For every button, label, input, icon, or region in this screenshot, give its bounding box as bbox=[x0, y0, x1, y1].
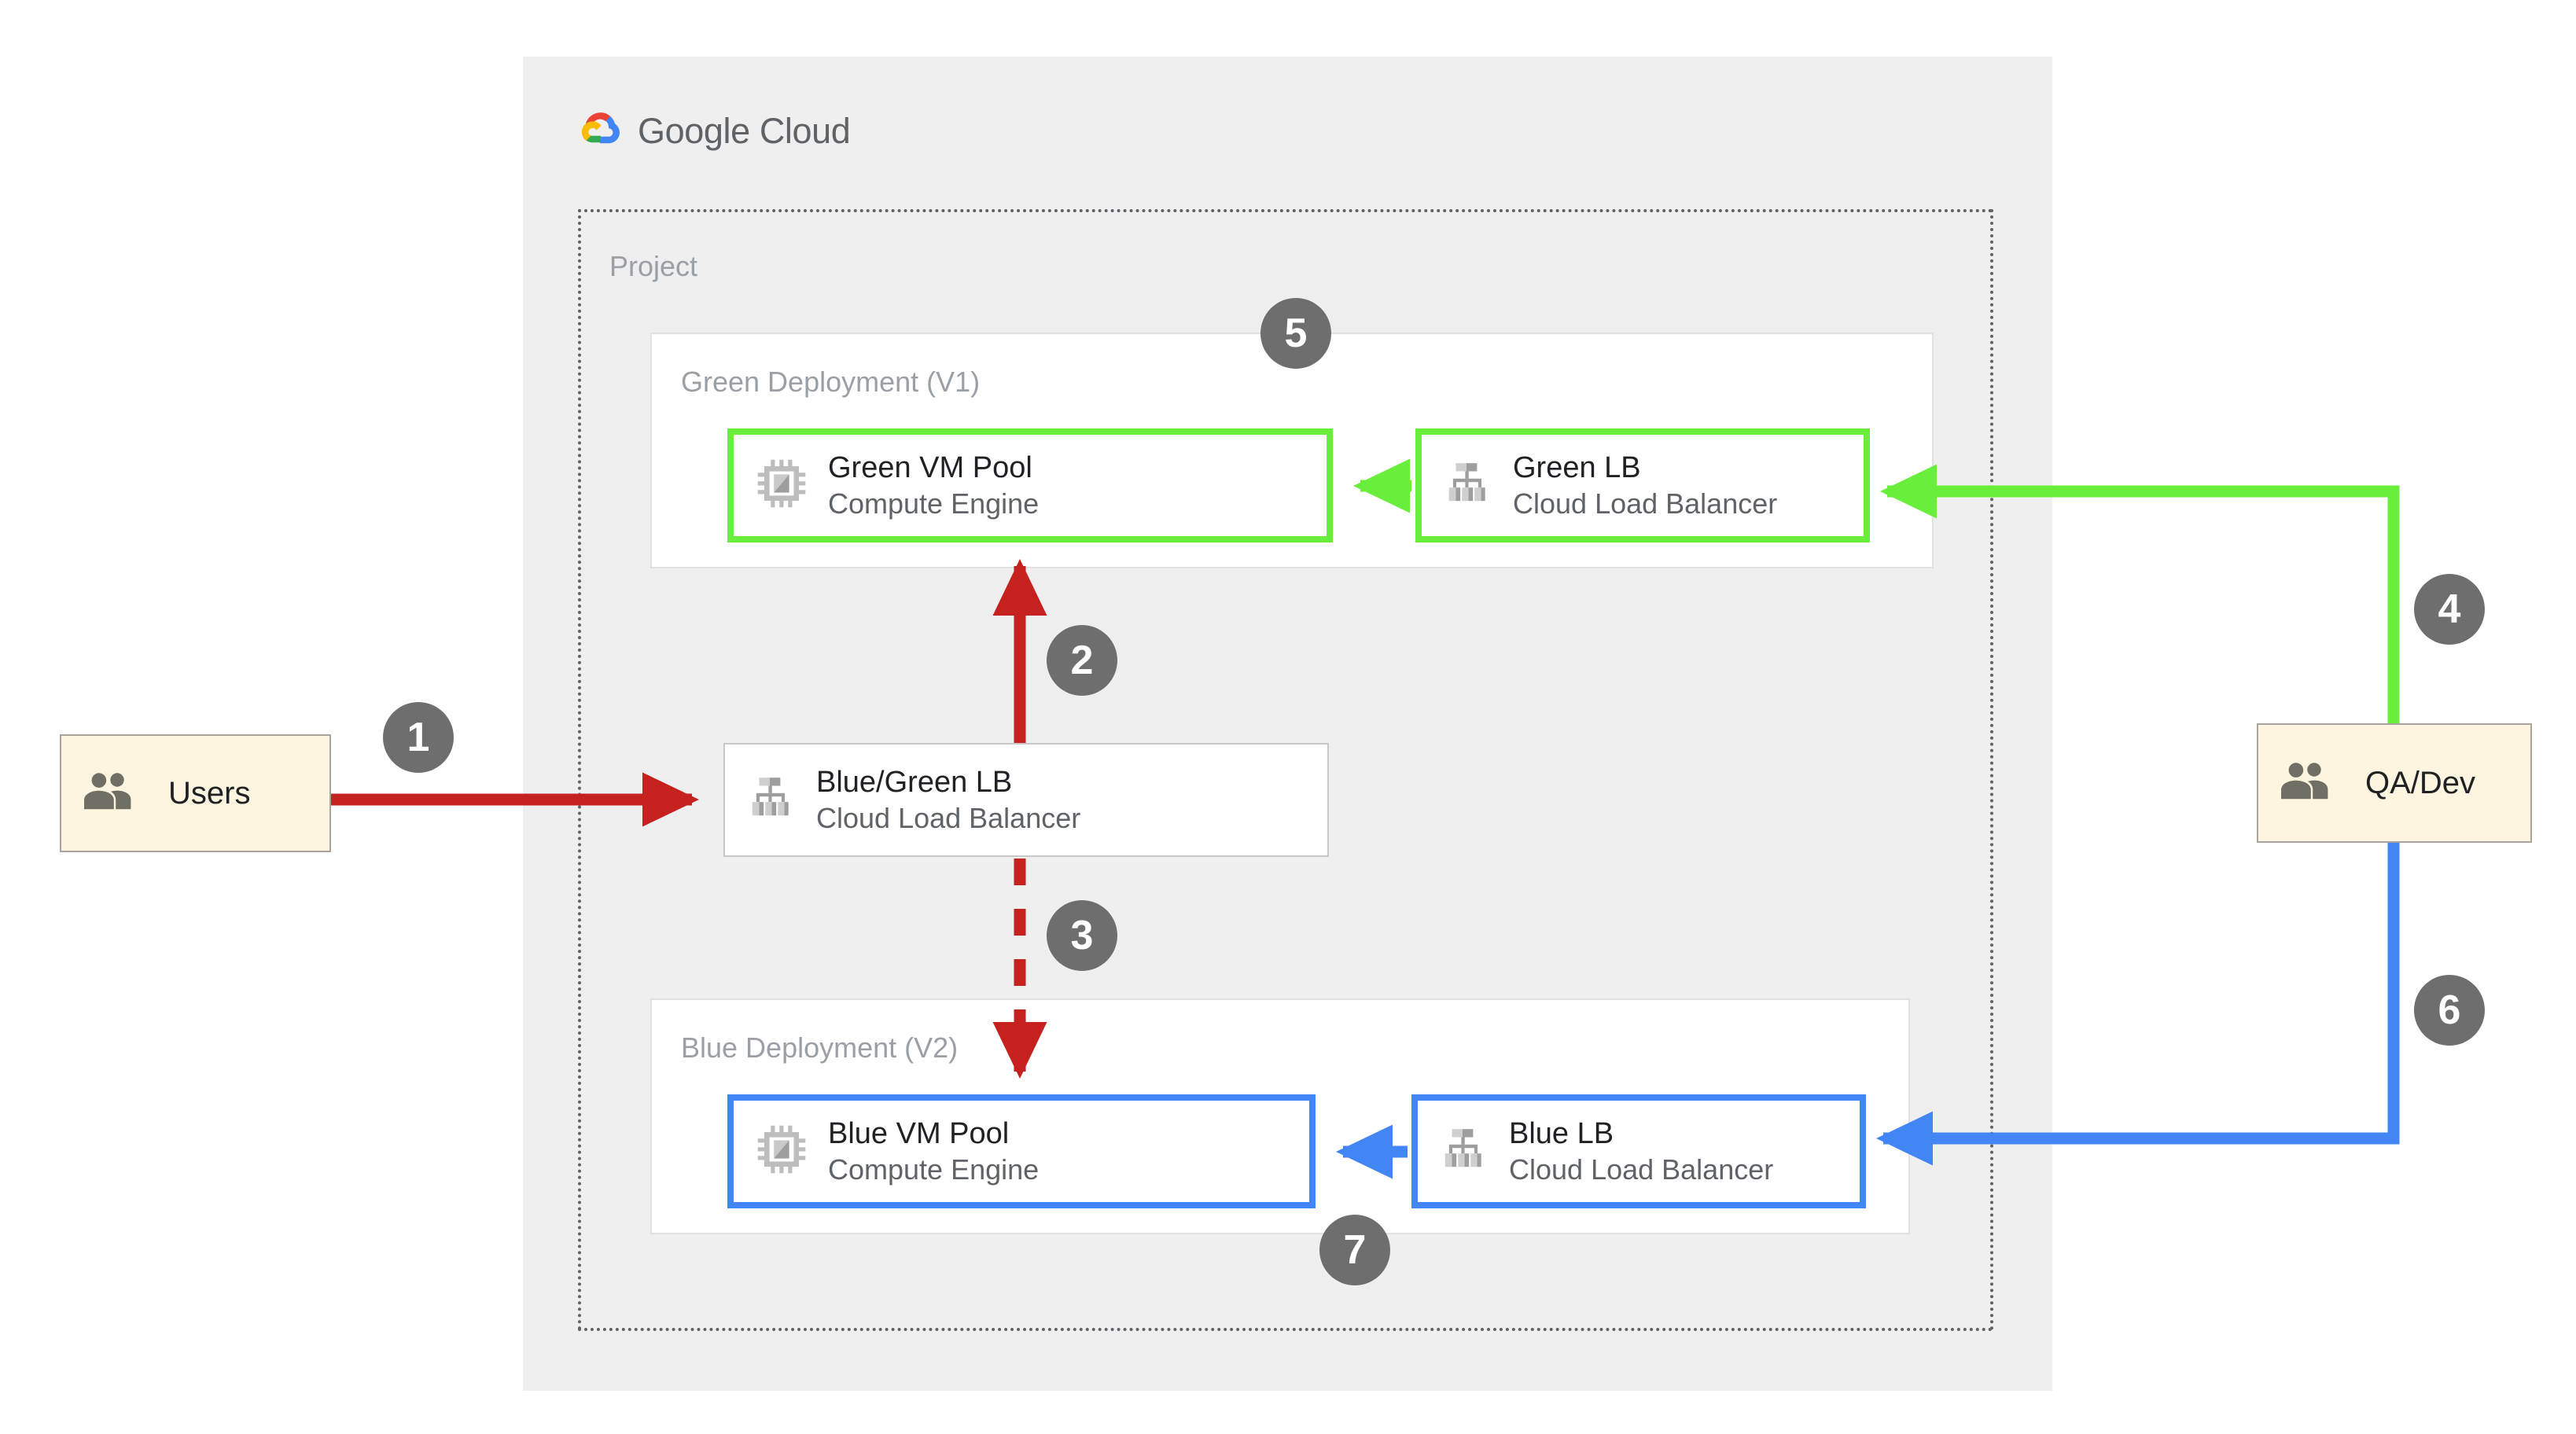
node-text-block: Green VM Pool Compute Engine bbox=[828, 450, 1039, 520]
node-subtitle: Cloud Load Balancer bbox=[816, 801, 1081, 834]
node-subtitle: Cloud Load Balancer bbox=[1513, 487, 1778, 520]
node-green-lb[interactable]: Green LB Cloud Load Balancer bbox=[1415, 428, 1870, 542]
node-text-block: Blue VM Pool Compute Engine bbox=[828, 1116, 1039, 1186]
people-group-icon bbox=[82, 770, 138, 817]
project-label: Project bbox=[609, 250, 698, 282]
node-subtitle: Compute Engine bbox=[828, 487, 1040, 520]
node-subtitle: Compute Engine bbox=[828, 1153, 1040, 1186]
node-text-block: Blue LB Cloud Load Balancer bbox=[1509, 1116, 1773, 1186]
cloud-load-balancer-icon bbox=[747, 774, 796, 826]
actor-users[interactable]: Users bbox=[60, 734, 331, 852]
node-subtitle: Cloud Load Balancer bbox=[1509, 1153, 1774, 1186]
compute-engine-chip-icon bbox=[756, 458, 808, 513]
actor-label: Users bbox=[168, 775, 251, 811]
actor-qa-dev[interactable]: QA/Dev bbox=[2257, 723, 2532, 843]
node-blue-vm-pool[interactable]: Blue VM Pool Compute Engine bbox=[727, 1094, 1316, 1208]
project-boundary bbox=[578, 209, 1993, 1331]
node-green-vm-pool[interactable]: Green VM Pool Compute Engine bbox=[727, 428, 1333, 542]
step-badge-4: 4 bbox=[2414, 574, 2485, 645]
cloud-load-balancer-icon bbox=[1440, 1125, 1489, 1178]
node-blue-lb[interactable]: Blue LB Cloud Load Balancer bbox=[1411, 1094, 1866, 1208]
google-cloud-logo-icon bbox=[578, 110, 624, 152]
node-title: Green LB bbox=[1513, 451, 1641, 485]
step-badge-5: 5 bbox=[1260, 298, 1331, 369]
brand-google: Google bbox=[638, 110, 750, 151]
step-badge-2: 2 bbox=[1047, 625, 1117, 696]
step-badge-6: 6 bbox=[2414, 975, 2485, 1046]
cloud-load-balancer-icon bbox=[1444, 459, 1492, 512]
actor-label: QA/Dev bbox=[2365, 765, 2476, 800]
node-bluegreen-lb[interactable]: Blue/Green LB Cloud Load Balancer bbox=[723, 743, 1329, 857]
node-text-block: Green LB Cloud Load Balancer bbox=[1513, 450, 1777, 520]
node-text-block: Blue/Green LB Cloud Load Balancer bbox=[816, 764, 1080, 835]
people-group-icon bbox=[2279, 760, 2335, 807]
node-title: Blue LB bbox=[1509, 1117, 1614, 1151]
node-title: Blue VM Pool bbox=[828, 1117, 1010, 1151]
brand-cloud: Cloud bbox=[749, 110, 851, 151]
green-deployment-label: Green Deployment (V1) bbox=[681, 366, 981, 398]
node-title: Blue/Green LB bbox=[816, 766, 1013, 800]
node-title: Green VM Pool bbox=[828, 451, 1032, 485]
blue-deployment-label: Blue Deployment (V2) bbox=[681, 1031, 959, 1064]
compute-engine-chip-icon bbox=[756, 1123, 808, 1179]
google-cloud-wordmark: Google Cloud bbox=[638, 110, 851, 152]
step-badge-1: 1 bbox=[383, 702, 454, 773]
step-badge-7: 7 bbox=[1319, 1215, 1390, 1285]
google-cloud-logo: Google Cloud bbox=[578, 110, 851, 152]
step-badge-3: 3 bbox=[1047, 900, 1117, 971]
